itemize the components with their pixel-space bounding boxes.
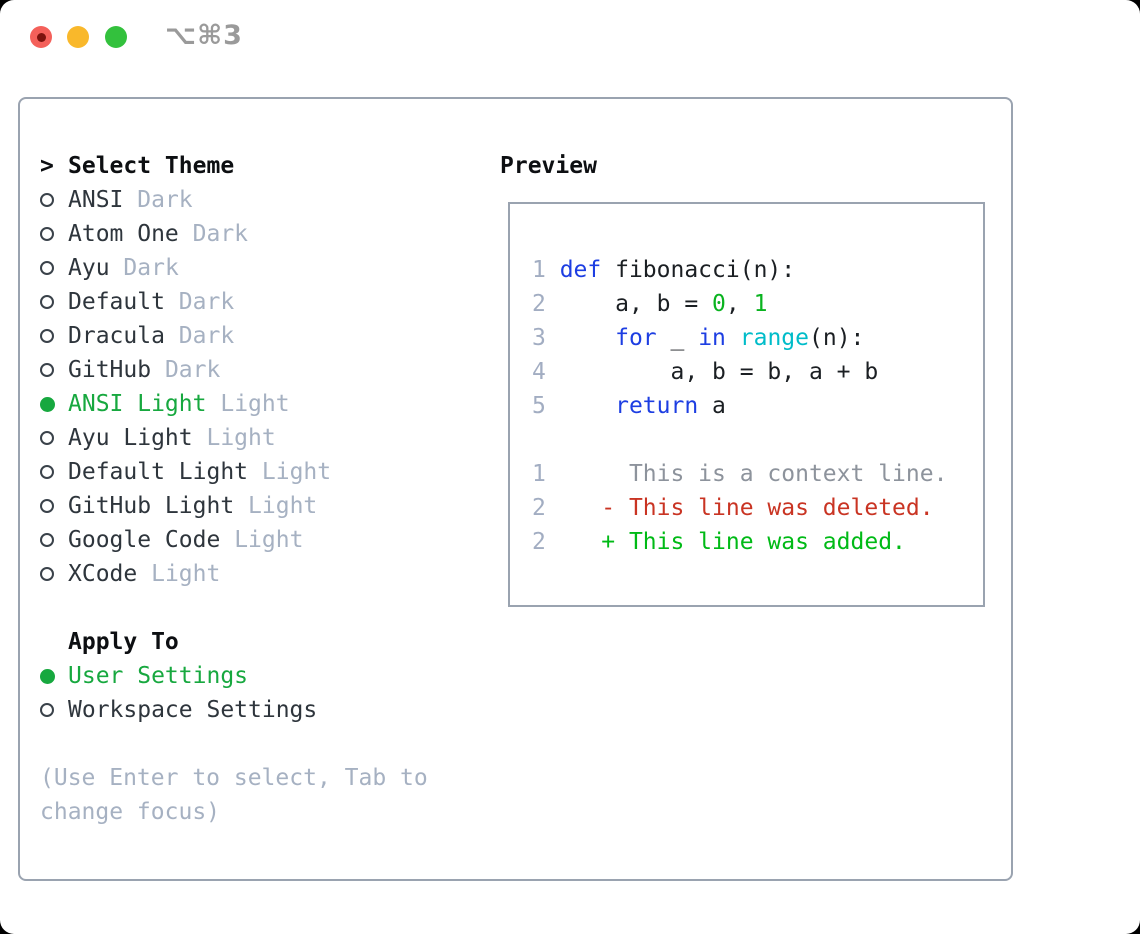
radio-icon	[40, 557, 68, 591]
code-line: 3 for _ in range(n):	[532, 325, 865, 351]
theme-option-ayu-dark[interactable]: Ayu Dark	[40, 251, 480, 285]
radio-icon	[40, 183, 68, 217]
apply-to-title: Apply To	[68, 629, 179, 655]
line-number: 1	[532, 461, 560, 487]
radio-icon	[40, 421, 68, 455]
code-line: 2 a, b = 0, 1	[532, 291, 768, 317]
apply-option-workspace-settings[interactable]: Workspace Settings	[40, 693, 480, 727]
apply-to-header: Apply To	[40, 625, 480, 659]
radio-icon	[40, 319, 68, 353]
theme-option-github-light[interactable]: GitHub Light Light	[40, 489, 480, 523]
main-panel: > Select Theme ANSI Dark Atom One Dark Ay…	[18, 97, 1013, 881]
theme-option-default-light[interactable]: Default Light Light	[40, 455, 480, 489]
line-number: 4	[532, 359, 560, 385]
diff-context-line: 1 This is a context line.	[532, 461, 948, 487]
line-number: 5	[532, 393, 560, 419]
line-number: 2	[532, 495, 560, 521]
theme-list-column: > Select Theme ANSI Dark Atom One Dark Ay…	[40, 149, 480, 829]
theme-option-default-dark[interactable]: Default Dark	[40, 285, 480, 319]
preview-header: Preview	[500, 153, 597, 179]
theme-list-title: Select Theme	[68, 153, 235, 179]
radio-icon	[40, 251, 68, 285]
apply-option-user-settings[interactable]: User Settings	[40, 659, 480, 693]
radio-icon	[40, 489, 68, 523]
keyboard-hint: (Use Enter to select, Tab to change focu…	[40, 765, 428, 825]
titlebar: ⌥⌘3	[0, 0, 1140, 74]
line-number: 2	[532, 529, 560, 555]
spacer	[40, 591, 480, 625]
radio-icon	[40, 523, 68, 557]
radio-selected-icon	[40, 659, 68, 693]
code-line: 1 def fibonacci(n):	[532, 257, 796, 283]
code-line: 5 return a	[532, 393, 726, 419]
preview-column: Preview 1 def fibonacci(n): 2 a, b = 0, …	[500, 149, 985, 607]
zoom-button[interactable]	[105, 26, 127, 48]
minimize-button[interactable]	[67, 26, 89, 48]
theme-option-ayu-light[interactable]: Ayu Light Light	[40, 421, 480, 455]
radio-icon	[40, 285, 68, 319]
radio-selected-icon	[40, 387, 68, 421]
line-number: 3	[532, 325, 560, 351]
theme-list-header: > Select Theme	[40, 149, 480, 183]
close-icon	[36, 32, 46, 42]
preview-box: 1 def fibonacci(n): 2 a, b = 0, 1 3 for …	[508, 202, 985, 607]
prompt-icon: >	[40, 153, 54, 179]
theme-option-github-dark[interactable]: GitHub Dark	[40, 353, 480, 387]
spacer	[40, 727, 480, 761]
theme-option-ansi-light[interactable]: ANSI Light Light	[40, 387, 480, 421]
theme-option-xcode-light[interactable]: XCode Light	[40, 557, 480, 591]
blank-line	[532, 423, 983, 457]
theme-option-ansi-dark[interactable]: ANSI Dark	[40, 183, 480, 217]
code-line: 4 a, b = b, a + b	[532, 359, 879, 385]
close-button[interactable]	[30, 26, 52, 48]
line-number: 2	[532, 291, 560, 317]
theme-option-atom-one-dark[interactable]: Atom One Dark	[40, 217, 480, 251]
radio-icon	[40, 217, 68, 251]
diff-deleted-line: 2 - This line was deleted.	[532, 495, 934, 521]
diff-added-line: 2 + This line was added.	[532, 529, 906, 555]
theme-option-dracula-dark[interactable]: Dracula Dark	[40, 319, 480, 353]
radio-icon	[40, 353, 68, 387]
window-title: ⌥⌘3	[165, 20, 243, 51]
theme-option-google-code-light[interactable]: Google Code Light	[40, 523, 480, 557]
line-number: 1	[532, 257, 560, 283]
radio-icon	[40, 693, 68, 727]
radio-icon	[40, 455, 68, 489]
